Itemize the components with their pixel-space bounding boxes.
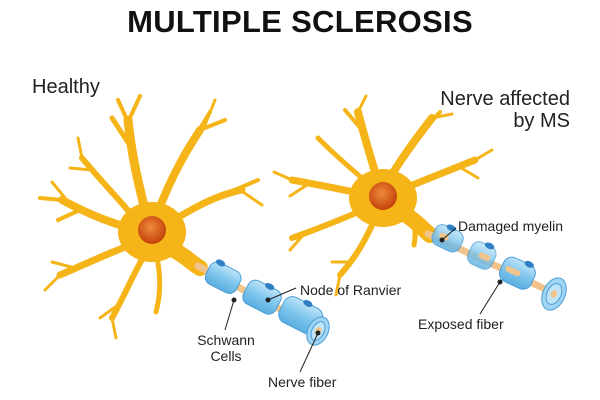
healthy-label: Healthy xyxy=(32,76,100,98)
callout-node-of-ranvier: Node of Ranvier xyxy=(300,282,402,298)
healthy-nucleus xyxy=(138,216,166,244)
damaged-myelin-segment xyxy=(467,241,497,270)
callout-damaged-myelin: Damaged myelin xyxy=(458,218,564,234)
affected-label-line1: Nerve affected xyxy=(440,88,570,110)
affected-nucleus xyxy=(369,182,397,210)
diagram-title: MULTIPLE SCLEROSIS xyxy=(127,4,473,39)
healthy-leader-lines xyxy=(224,287,321,373)
callout-schwann-line1: Schwann xyxy=(197,332,255,348)
affected-axon-end xyxy=(541,277,567,311)
healthy-myelin-segment xyxy=(204,259,242,294)
affected-leader-lines xyxy=(439,227,503,315)
healthy-neuron xyxy=(38,94,330,373)
callout-schwann-cells: Schwann Cells xyxy=(190,332,262,364)
callout-nerve-fiber: Nerve fiber xyxy=(268,374,337,390)
callout-exposed-fiber: Exposed fiber xyxy=(418,316,504,332)
callout-schwann-line2: Cells xyxy=(210,348,242,364)
leader-exposed xyxy=(479,281,501,315)
affected-label: Nerve affected by MS xyxy=(370,88,570,132)
leader-node xyxy=(267,287,297,301)
damaged-myelin-segment xyxy=(498,256,536,290)
leader-damaged xyxy=(441,227,457,241)
leader-schwann xyxy=(224,299,235,331)
leader-fiber xyxy=(299,332,319,373)
affected-neuron xyxy=(272,94,567,315)
affected-axon xyxy=(424,224,567,311)
affected-label-line2: by MS xyxy=(513,110,570,132)
healthy-myelin-segment xyxy=(242,279,282,315)
damaged-myelin-segment xyxy=(431,224,464,253)
